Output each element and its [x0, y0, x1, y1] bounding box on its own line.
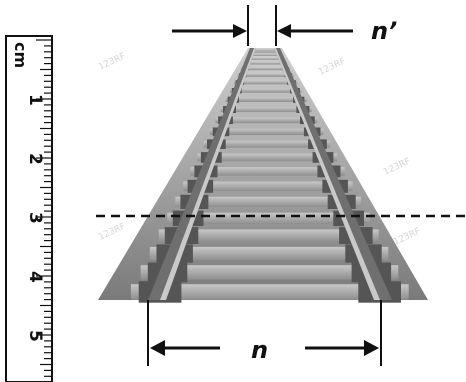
- sleeper: [175, 196, 361, 208]
- sleeper: [249, 49, 281, 52]
- watermark: 123RF: [317, 57, 347, 78]
- ruler-ticks: [36, 39, 52, 377]
- sleeper: [158, 229, 379, 242]
- sleeper: [220, 107, 312, 113]
- sleeper: [234, 80, 298, 85]
- sleeper: [215, 117, 318, 124]
- sleeper: [203, 140, 331, 148]
- ruler-number-5: 5: [25, 330, 45, 342]
- right-rail: [274, 48, 392, 300]
- watermark: 123RF: [382, 157, 412, 178]
- far-width-indicator: n’: [172, 5, 397, 46]
- near-width-arrowhead-left: [150, 340, 165, 356]
- left-rail: [148, 48, 256, 300]
- sleeper: [245, 57, 285, 60]
- near-width-label: n: [251, 336, 268, 364]
- sleeper: [140, 265, 399, 280]
- ruler-number-1: 1: [25, 94, 45, 106]
- right-rail-highlight: [274, 48, 380, 300]
- sleeper: [225, 97, 307, 102]
- sleeper: [209, 128, 324, 135]
- ruler-unit-label: cm: [11, 42, 30, 68]
- sleeper: [167, 212, 370, 224]
- ruler-number-2: 2: [25, 153, 45, 165]
- railway-track: [98, 48, 428, 303]
- sleeper: [197, 153, 338, 162]
- watermark: 123RF: [97, 222, 127, 243]
- far-width-label: n’: [371, 17, 397, 45]
- ruler-number-4: 4: [25, 271, 45, 283]
- sleeper: [247, 54, 283, 56]
- left-rail-highlight: [160, 48, 256, 300]
- near-width-arrowhead-right: [364, 340, 379, 356]
- far-width-arrowhead-right: [277, 24, 291, 38]
- far-width-arrowhead-left: [233, 24, 247, 38]
- sleeper: [243, 62, 288, 65]
- near-width-indicator: n: [147, 300, 382, 366]
- ruler: cm 1 2 3 4 5: [5, 35, 53, 382]
- sleeper: [190, 167, 345, 176]
- sleeper: [130, 284, 409, 300]
- sleeper: [248, 51, 282, 54]
- ruler-number-3: 3: [25, 212, 45, 224]
- sleeper: [230, 88, 302, 93]
- watermark: 123RF: [392, 227, 422, 248]
- sleeper: [240, 67, 290, 71]
- sleeper: [237, 73, 294, 77]
- watermark: 123RF: [97, 52, 127, 73]
- sleeper: [149, 246, 389, 261]
- sleeper: [183, 181, 353, 191]
